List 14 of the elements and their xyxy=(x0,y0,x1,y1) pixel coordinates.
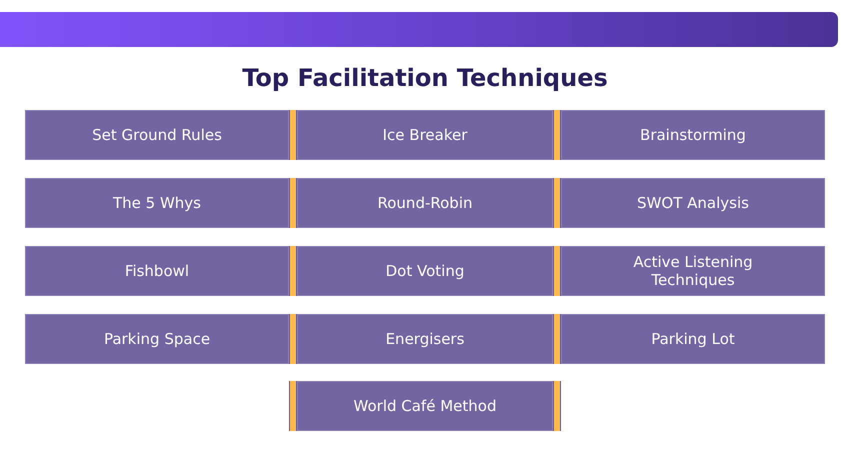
technique-box: Dot Voting xyxy=(297,246,553,296)
technique-box: Brainstorming xyxy=(561,110,825,160)
technique-box: Active Listening Techniques xyxy=(561,246,825,296)
technique-box: SWOT Analysis xyxy=(561,178,825,228)
technique-box: Parking Space xyxy=(25,314,289,364)
technique-box: World Café Method xyxy=(297,381,553,431)
technique-box: The 5 Whys xyxy=(25,178,289,228)
technique-box: Ice Breaker xyxy=(297,110,553,160)
technique-box: Set Ground Rules xyxy=(25,110,289,160)
technique-box: Fishbowl xyxy=(25,246,289,296)
technique-box: Energisers xyxy=(297,314,553,364)
diagram-title: Top Facilitation Techniques xyxy=(242,63,608,94)
technique-box: Round-Robin xyxy=(297,178,553,228)
technique-box: Parking Lot xyxy=(561,314,825,364)
